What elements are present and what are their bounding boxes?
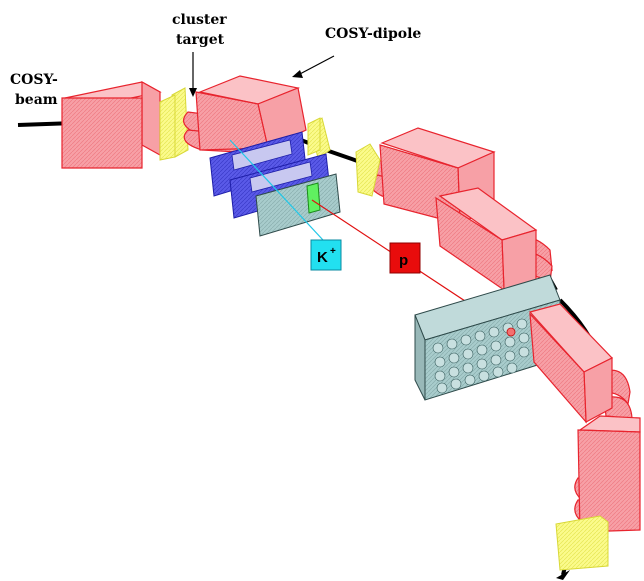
cosy-dipole-label: COSY-dipole	[325, 26, 421, 42]
beam-magnet-4	[528, 303, 633, 430]
proton-tag: p	[389, 242, 421, 274]
cosy-dipole-arrow-line	[297, 55, 335, 76]
proton-tag-label: p	[399, 252, 408, 269]
cluster-target-label-line1: cluster	[172, 12, 227, 28]
label-cosy-dipole: COSY-dipole	[292, 26, 421, 78]
beam-magnet-5	[574, 415, 641, 533]
cosy-dipole-magnet	[182, 75, 307, 156]
cluster-target-label-line2: target	[176, 32, 225, 48]
kaon-tag-superscript: +	[330, 246, 336, 257]
start-hodoscope	[255, 173, 341, 237]
yellow-block-1	[159, 87, 189, 161]
cosy-beam-label-line1: COSY-	[10, 72, 58, 88]
label-cosy-beam: COSY- beam	[10, 72, 58, 108]
cosy-dipole-arrowhead	[292, 70, 303, 78]
proton-hodoscope-array	[414, 274, 561, 401]
label-cluster-target: cluster target	[172, 12, 227, 97]
yellow-block-2	[307, 117, 331, 159]
yellow-block-3	[355, 143, 381, 197]
kaon-tag: K +	[310, 239, 342, 271]
cosy-beam-label-line2: beam	[15, 92, 58, 108]
kaon-tag-label: K	[317, 249, 328, 266]
beam-magnet-1	[61, 80, 162, 169]
yellow-block-4	[555, 515, 609, 571]
beam-magnet-3	[435, 187, 553, 292]
cluster-target-arrowhead	[189, 88, 197, 97]
